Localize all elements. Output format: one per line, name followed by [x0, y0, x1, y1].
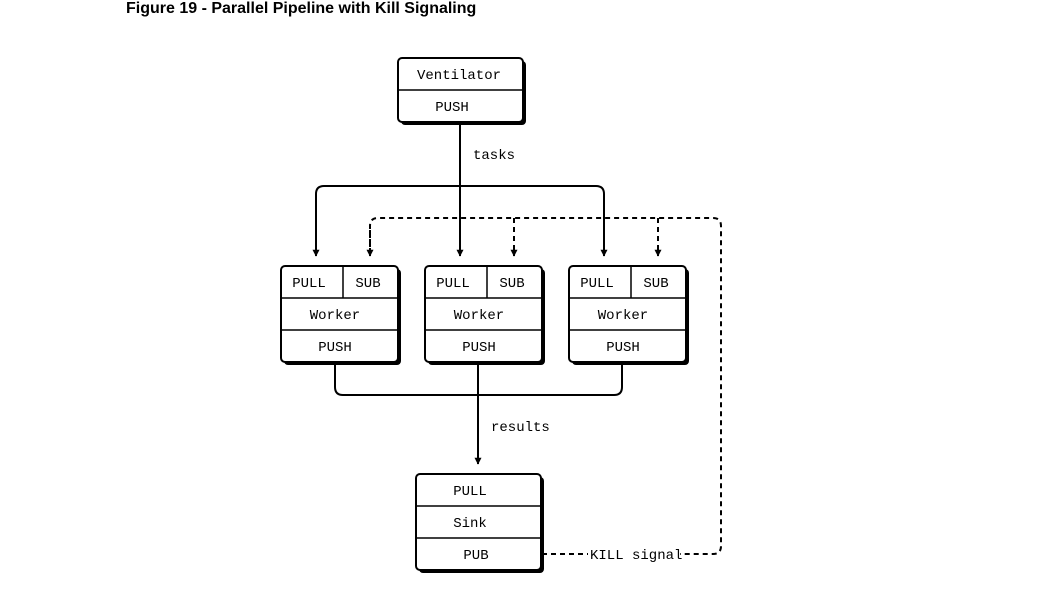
worker-push-socket: PUSH: [462, 340, 496, 356]
sink-node: PULL Sink PUB: [415, 473, 544, 573]
worker-box: [280, 265, 399, 363]
worker-node: PULL SUB Worker PUSH: [568, 265, 689, 365]
worker-sub-socket: SUB: [355, 276, 380, 292]
worker-label: Worker: [310, 308, 360, 324]
sink-pull-socket: PULL: [453, 484, 487, 500]
sink-box: [415, 473, 542, 571]
worker-node: PULL SUB Worker PUSH: [424, 265, 545, 365]
ventilator-label: Ventilator: [417, 68, 501, 84]
worker-box: [424, 265, 543, 363]
worker-push-socket: PUSH: [318, 340, 352, 356]
sink-pub-socket: PUB: [463, 548, 488, 564]
worker-pull-socket: PULL: [580, 276, 614, 292]
worker-push-socket: PUSH: [606, 340, 640, 356]
kill-signal-label: KILL signal: [590, 548, 682, 564]
ventilator-node: Ventilator PUSH: [397, 57, 526, 125]
worker-pull-socket: PULL: [436, 276, 470, 292]
ventilator-push-socket: PUSH: [435, 100, 469, 116]
results-label: results: [491, 420, 550, 436]
worker-node: PULL SUB Worker PUSH: [280, 265, 401, 365]
sink-label: Sink: [453, 516, 487, 532]
worker-sub-socket: SUB: [499, 276, 524, 292]
worker-sub-socket: SUB: [643, 276, 668, 292]
worker-label: Worker: [598, 308, 648, 324]
tasks-label: tasks: [473, 148, 515, 164]
worker-label: Worker: [454, 308, 504, 324]
worker-box: [568, 265, 687, 363]
figure-title: Figure 19 - Parallel Pipeline with Kill …: [126, 0, 477, 17]
worker-pull-socket: PULL: [292, 276, 326, 292]
